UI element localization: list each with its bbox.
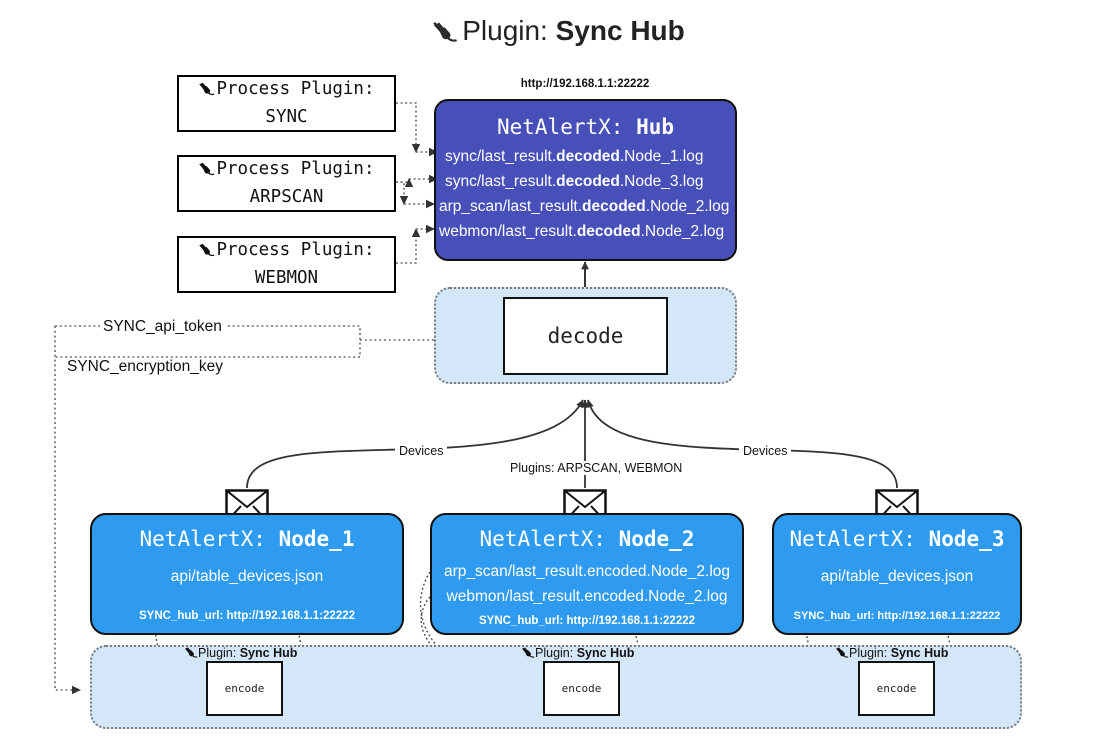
encode-box-node-1[interactable]: encode bbox=[206, 661, 283, 716]
node-footer: SYNC_hub_url: http://192.168.1.1:22222 bbox=[793, 610, 1001, 622]
node-title: NetAlertX: Node_1 bbox=[139, 527, 355, 551]
encode-plugin-label-node-3: Plugin: Sync Hub bbox=[835, 646, 948, 660]
plug-icon bbox=[521, 646, 535, 660]
process-plugin-label: Process Plugin: bbox=[216, 240, 375, 260]
hub-title-name: Hub bbox=[636, 115, 675, 139]
page-title-label: Plugin: bbox=[462, 15, 548, 46]
node-file-row: api/table_devices.json bbox=[820, 568, 974, 585]
hub-title: NetAlertX: Hub bbox=[436, 114, 735, 140]
plugin-to-hub-connectors bbox=[396, 102, 421, 264]
process-plugin-box-arpscan[interactable]: Process Plugin: ARPSCAN bbox=[177, 155, 396, 212]
process-plugin-name: WEBMON bbox=[254, 268, 319, 288]
plug-icon bbox=[835, 646, 849, 660]
process-plugin-name: SYNC bbox=[265, 107, 308, 127]
node-file-row: arp_scan/last_result.encoded.Node_2.log bbox=[443, 563, 731, 580]
plug-icon bbox=[198, 241, 215, 266]
hub-inbound-stubs bbox=[404, 147, 438, 234]
sync-encryption-key-label: SYNC_encryption_key bbox=[64, 358, 226, 376]
hub-title-prefix: NetAlertX: bbox=[496, 115, 624, 139]
devices-right-label: Devices bbox=[739, 444, 792, 458]
node-footer: SYNC_hub_url: http://192.168.1.1:22222 bbox=[138, 610, 356, 622]
process-plugin-box-sync[interactable]: Process Plugin: SYNC bbox=[177, 75, 396, 132]
process-plugin-label: Process Plugin: bbox=[216, 159, 375, 179]
hub-box[interactable]: NetAlertX: Hub sync/last_result.decoded.… bbox=[434, 99, 737, 261]
encode-plugin-label-node-1: Plugin: Sync Hub bbox=[184, 646, 297, 660]
node-box-node-2[interactable]: NetAlertX: Node_2 arp_scan/last_result.e… bbox=[430, 513, 744, 635]
node-box-node-3[interactable]: NetAlertX: Node_3 api/table_devices.json… bbox=[772, 513, 1022, 635]
plugins-center-label: Plugins: ARPSCAN, WEBMON bbox=[506, 461, 687, 475]
page-title-value: Sync Hub bbox=[555, 15, 685, 46]
hub-file-row: arp_scan/last_result.decoded.Node_2.log bbox=[439, 198, 730, 215]
hub-file-row: sync/last_result.decoded.Node_1.log bbox=[445, 148, 704, 165]
process-plugin-box-webmon[interactable]: Process Plugin: WEBMON bbox=[177, 236, 396, 293]
node-file-row: webmon/last_result.encoded.Node_2.log bbox=[446, 588, 728, 605]
sync-api-token-label: SYNC_api_token bbox=[100, 318, 225, 336]
devices-left-label: Devices bbox=[395, 444, 448, 458]
process-plugin-name: ARPSCAN bbox=[249, 187, 324, 207]
page-title: Plugin: Sync Hub bbox=[0, 14, 1117, 52]
process-plugin-label: Process Plugin: bbox=[216, 79, 375, 99]
decode-box[interactable]: decode bbox=[503, 297, 668, 375]
plug-icon bbox=[198, 160, 215, 185]
node-box-node-1[interactable]: NetAlertX: Node_1 api/table_devices.json… bbox=[90, 513, 404, 635]
encode-box-node-2[interactable]: encode bbox=[543, 661, 620, 716]
hub-url-label: http://192.168.1.1:22222 bbox=[520, 78, 650, 90]
plug-icon bbox=[184, 646, 198, 660]
node-footer: SYNC_hub_url: http://192.168.1.1:22222 bbox=[478, 615, 696, 627]
encode-plugin-label-node-2: Plugin: Sync Hub bbox=[521, 646, 634, 660]
node-file-row: api/table_devices.json bbox=[170, 568, 324, 585]
hub-file-row: webmon/last_result.decoded.Node_2.log bbox=[439, 223, 725, 240]
encode-box-node-3[interactable]: encode bbox=[858, 661, 935, 716]
node-title: NetAlertX: Node_2 bbox=[479, 527, 695, 551]
plug-icon bbox=[198, 80, 215, 105]
hub-file-row: sync/last_result.decoded.Node_3.log bbox=[445, 173, 704, 190]
node-title: NetAlertX: Node_3 bbox=[789, 527, 1005, 551]
plug-icon bbox=[432, 18, 458, 52]
